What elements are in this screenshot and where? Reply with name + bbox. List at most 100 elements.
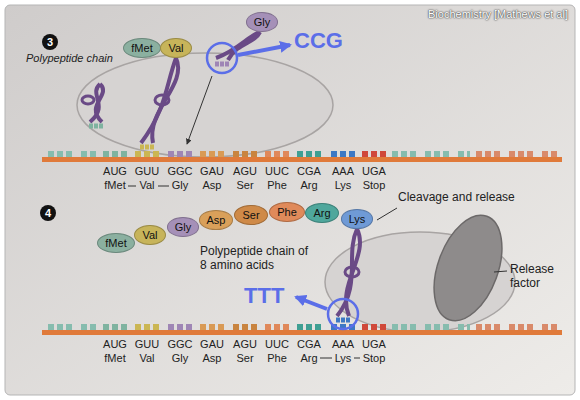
pairing-arrow [187,76,212,144]
base-ticks [476,324,560,330]
callout-number-text: 3 [45,34,55,50]
dash [158,186,169,187]
codon-ticks [200,324,224,330]
codon-ticks [362,324,386,330]
codon-label: AUG [103,338,127,351]
part-label: Release factor [510,262,562,290]
photo-frame [5,5,575,395]
amino-acid-label: Phe [267,352,287,365]
amino-acid-name: Gly [254,15,271,29]
codon-label: AGU [233,165,257,178]
amino-acid-label: Lys [335,352,352,365]
amino-acid-label: Phe [267,179,287,192]
highlight-circle [207,43,237,73]
amino-acid-label: Arg [300,179,317,192]
codon-ticks [297,151,321,157]
amino-acid-label: Asp [203,179,222,192]
amino-acid-label: Lys [335,179,352,192]
codon-label: UGA [362,165,386,178]
callout-number-text: 4 [43,205,53,221]
base-ticks [48,151,96,157]
codon-ticks [135,151,159,157]
base-ticks [476,151,560,157]
anticodon-ticks [89,124,103,129]
trna-loop [155,95,169,105]
callout-number: 3 [42,34,58,50]
amino-acid-bead: fMet [123,38,160,58]
amino-acid-label: Ser [236,352,253,365]
codon-label: UGA [362,338,386,351]
amino-acid-name: Lys [349,212,366,226]
codon-label: UUC [265,165,289,178]
amino-acid-label: Val [139,179,154,192]
amino-acid-label: Gly [172,179,189,192]
leader-line [377,208,397,220]
anticodon-annotation: TTT [244,283,284,309]
codon-label: UUC [265,338,289,351]
anticodon-ticks [215,62,229,67]
trna-strand [152,58,178,143]
codon-ticks [168,151,192,157]
codon-label: AAA [332,338,354,351]
codon-label: GGC [167,338,192,351]
codon-ticks [103,151,127,157]
mrna-strand [42,330,562,335]
codon-ticks [331,151,355,157]
amino-acid-name: Ser [242,208,259,222]
part-label: Polypeptide chain [26,52,113,65]
amino-acid-name: fMet [105,236,126,250]
highlight-circle [328,299,358,329]
amino-acid-bead: Asp [199,210,234,230]
dash [128,186,136,187]
codon-label: GGC [167,165,192,178]
part-label: Polypeptide chain of 8 amino acids [200,244,316,272]
amino-acid-name: Gly [175,220,192,234]
amino-acid-label: Ser [236,179,253,192]
codon-label: AAA [332,165,354,178]
trna-loop [82,96,94,104]
amino-acid-name: Arg [313,206,330,220]
amino-acid-bead: Gly [246,12,279,32]
dash [354,358,360,359]
watermark: Biochemistry [Mathews et al] [428,8,568,21]
amino-acid-label: Asp [203,352,222,365]
amino-acid-label: Stop [363,179,386,192]
amino-acid-bead: Phe [269,202,305,222]
codon-ticks [265,151,289,157]
amino-acid-label: fMet [104,352,125,365]
amino-acid-name: Asp [207,213,226,227]
trna-loop [345,267,359,277]
amino-acid-name: fMet [131,41,152,55]
codon-label: GUU [135,165,159,178]
release-factor [421,206,515,330]
codon-ticks [362,151,386,157]
amino-acid-bead: Arg [305,203,338,223]
amino-acid-bead: Lys [341,209,374,229]
amino-acid-name: Val [168,41,183,55]
codon-label: CGA [297,338,321,351]
base-ticks [392,151,470,157]
codon-label: GAU [200,165,224,178]
amino-acid-name: Val [142,228,157,242]
amino-acid-bead: Gly [167,217,200,237]
base-ticks [392,324,470,330]
anticodon-annotation: CCG [294,28,343,54]
ribosome [77,53,333,157]
codon-ticks [200,151,224,157]
highlight-arrow [296,297,327,309]
codon-label: CGA [297,165,321,178]
trna-strand [96,84,103,122]
amino-acid-label: Val [139,352,154,365]
codon-label: AGU [233,338,257,351]
leader-line [494,271,507,272]
codon-ticks [297,324,321,330]
amino-acid-name: Phe [277,205,297,219]
trna-strand [141,58,176,143]
base-ticks [48,324,96,330]
amino-acid-label: fMet [104,179,125,192]
mrna-strand [42,157,562,162]
anticodon-ticks [336,318,350,323]
amino-acid-bead: Val [160,38,191,58]
